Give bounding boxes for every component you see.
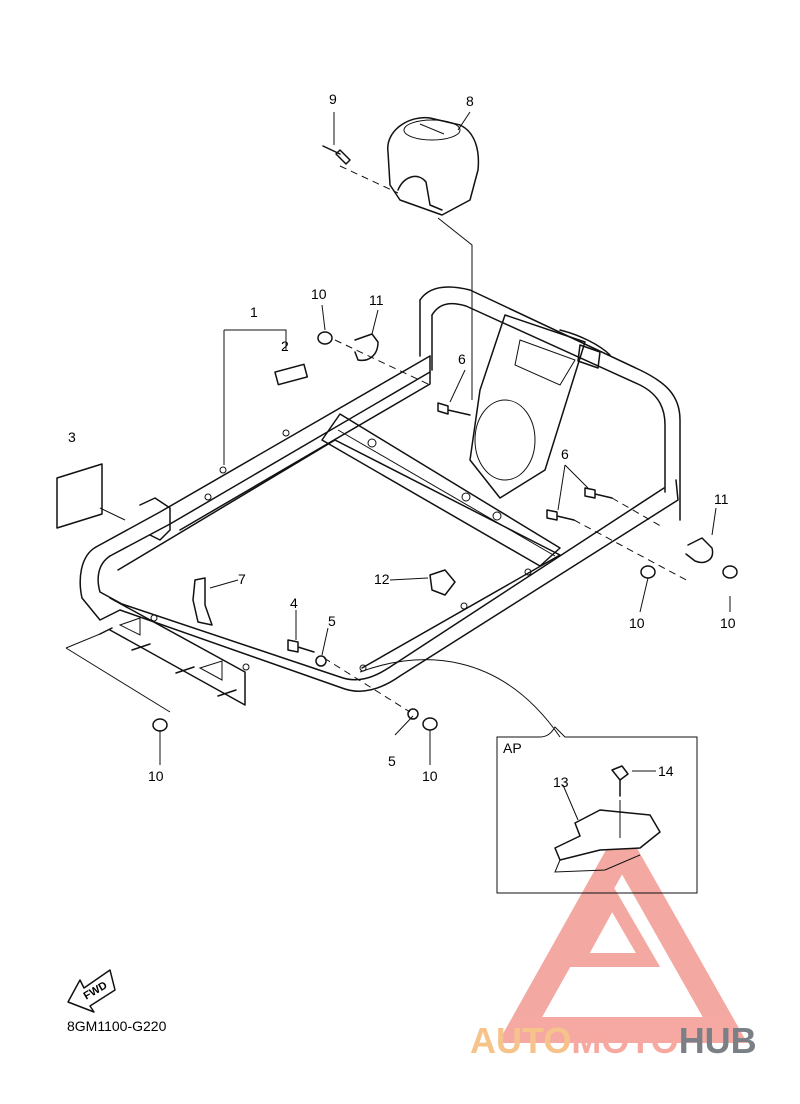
callout-3: 3 [68,429,76,445]
part-nuts-washers [152,331,738,732]
callout-2: 2 [281,338,289,354]
callout-11: 11 [369,292,384,308]
assembly-lines [65,111,731,765]
ap-detail-box [496,726,698,894]
callout-6: 6 [458,351,466,367]
callout-10c: 10 [720,615,736,631]
diagram-code: 8GM1100-G220 [67,1018,167,1034]
callout-1: 1 [250,304,258,320]
part-7-bracket [192,577,213,626]
watermark-hub: HUB [678,1020,757,1061]
callout-13: 13 [553,774,569,790]
part-12-clip [429,569,456,596]
callout-4: 4 [290,595,298,611]
part-3-label [56,463,103,529]
callout-10e: 10 [422,768,438,784]
part-11-clamp-right [685,537,714,564]
part-8-seat-pad [387,116,480,216]
callout-14: 14 [658,763,674,779]
watermark-logo [497,821,748,1043]
fwd-arrow-icon [67,969,116,1013]
callout-11b: 11 [714,491,729,507]
frame [79,286,681,738]
callout-10b: 10 [629,615,645,631]
callout-5: 5 [328,613,336,629]
callout-6b: 6 [561,446,569,462]
part-bolts [99,402,613,697]
callout-9: 9 [329,91,337,107]
callout-8: 8 [466,93,474,109]
watermark-text: AUTOMOTOHUB [470,1020,757,1062]
detail-label: AP [503,740,522,756]
part-9-rivet [322,145,351,165]
callout-5b: 5 [388,753,396,769]
callout-10: 10 [311,286,327,302]
callout-12: 12 [374,571,390,587]
part-11-clamp-upper [354,333,379,362]
part-2-label-plate [274,363,309,386]
watermark-auto: AUTO [470,1020,572,1061]
watermark-moto: MOTO [571,1020,679,1061]
callout-10d: 10 [148,768,164,784]
callout-7: 7 [238,571,246,587]
